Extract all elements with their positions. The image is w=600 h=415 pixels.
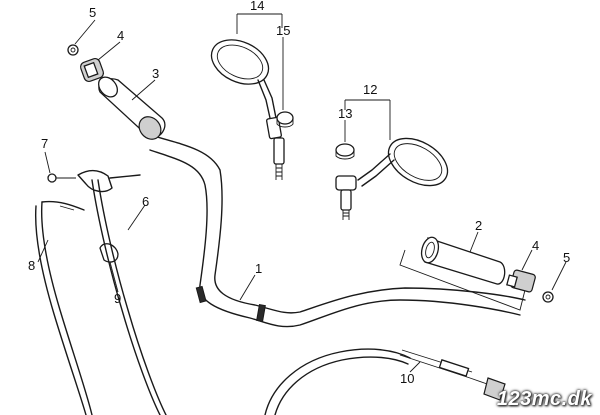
bolt-7 <box>47 173 76 183</box>
leader-lines <box>37 13 567 373</box>
label-p5-lower: 5 <box>563 250 570 265</box>
label-p5-upper: 5 <box>89 5 96 20</box>
grip-left <box>97 76 166 140</box>
label-p4-upper: 4 <box>117 28 124 43</box>
screw-lower <box>542 291 554 303</box>
label-p13: 13 <box>338 106 352 121</box>
clamp-9 <box>99 243 119 263</box>
clutch-cable-10 <box>264 348 506 415</box>
label-p14: 14 <box>250 0 264 13</box>
label-p4-lower: 4 <box>532 238 539 253</box>
label-p3: 3 <box>152 66 159 81</box>
label-p7: 7 <box>41 136 48 151</box>
mirror-left <box>210 39 285 180</box>
label-p12: 12 <box>363 82 377 97</box>
label-p2: 2 <box>475 218 482 233</box>
cable-guide-bracket <box>77 169 141 193</box>
mirror-right <box>335 137 449 220</box>
label-p9: 9 <box>114 291 121 306</box>
screw-upper <box>67 44 79 56</box>
label-p8: 8 <box>28 258 35 273</box>
part-labels: 5 4 3 14 15 12 13 7 6 2 4 5 8 1 9 10 <box>28 0 570 386</box>
watermark-logo: 123mc.dk <box>496 388 592 410</box>
handlebar <box>149 134 526 328</box>
label-p6: 6 <box>142 194 149 209</box>
label-p1: 1 <box>255 261 262 276</box>
throttle-cable-8 <box>34 200 93 415</box>
mirror-cap-left <box>276 111 294 128</box>
label-p10: 10 <box>400 371 414 386</box>
throttle-cable-6 <box>91 179 167 415</box>
grip-right <box>399 236 526 311</box>
bar-end-weight-lower <box>506 269 536 293</box>
label-p15: 15 <box>276 23 290 38</box>
mirror-cap-right <box>335 143 355 160</box>
bar-end-weight-upper <box>79 57 105 83</box>
